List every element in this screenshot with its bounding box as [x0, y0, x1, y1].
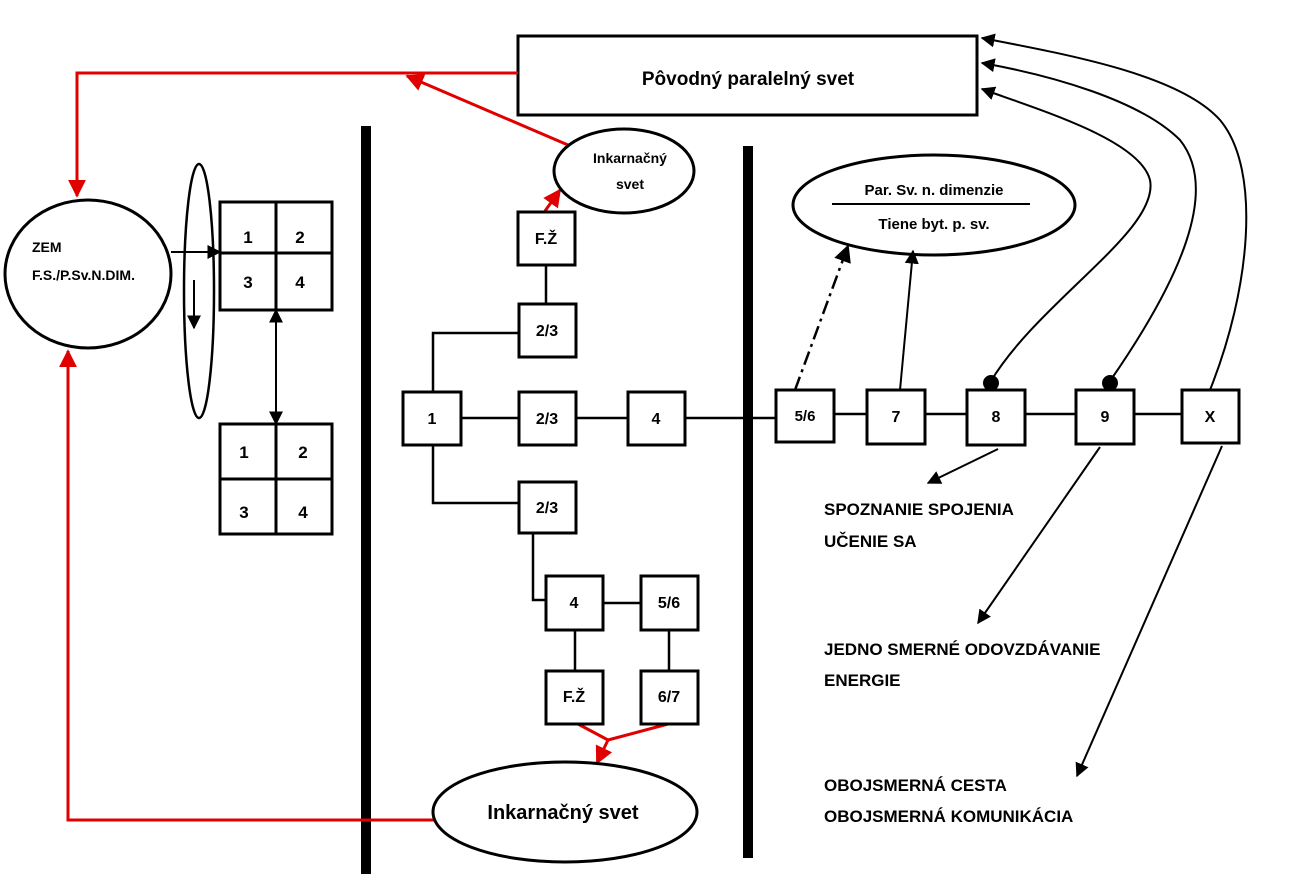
annotation-jedno-line1: JEDNO SMERNÉ ODOVZDÁVANIE: [824, 640, 1100, 659]
annotation-obojsmerna-line2: OBOJSMERNÁ KOMUNIKÁCIA: [824, 807, 1073, 826]
red-link-to-incarnate-big: [595, 739, 613, 765]
annotation-spoznanie-line2: UČENIE SA: [824, 532, 917, 551]
node-fz-low-label: F.Ž: [563, 687, 585, 706]
curve-9-to-top: [980, 58, 1197, 382]
node-1-label: 1: [428, 411, 437, 428]
curve-x-to-top: [980, 33, 1248, 391]
arrow-x-to-obojsmerna: [1075, 445, 1223, 778]
annotation-obojsmerna-line1: OBOJSMERNÁ CESTA: [824, 776, 1007, 795]
grid-bottom-cell-2: 2: [298, 443, 307, 462]
grid-bottom-cell-4: 4: [298, 503, 308, 522]
zem-label: ZEM: [32, 239, 62, 255]
grid-bottom: 1 2 3 4: [218, 422, 334, 536]
red-link-incarnate-big-to-zem: [59, 349, 436, 822]
annotation-jedno-line2: ENERGIE: [824, 671, 901, 690]
node-9-label: 9: [1101, 409, 1110, 426]
red-link-fz-to-incarnate-small: [543, 188, 562, 212]
dot-8: [983, 375, 999, 391]
node-56-label: 5/6: [795, 408, 816, 425]
node-23-low: [517, 480, 578, 535]
node-56-low-label: 5/6: [658, 595, 680, 612]
incarnate-small-label-2: svet: [616, 176, 644, 192]
dashed-arrow-56-to-par: [793, 244, 851, 391]
grid-top-cell-2: 2: [295, 228, 304, 247]
node-4-low-label: 4: [570, 595, 579, 612]
grid-top-cell-3: 3: [243, 273, 252, 292]
link-1-23-low: [431, 445, 519, 505]
incarnate-world-small-ellipse: [552, 127, 696, 215]
node-4-mid-label: 4: [652, 411, 661, 428]
node-x-label: X: [1205, 409, 1216, 426]
node-4-mid: [626, 390, 687, 447]
node-1: [401, 390, 463, 447]
arrow-8-to-spoznanie: [926, 448, 999, 484]
node-23-top-label: 2/3: [536, 323, 558, 340]
original-parallel-world-box: [516, 34, 979, 117]
node-67-low: [639, 669, 700, 726]
grid-top-cell-4: 4: [295, 273, 305, 292]
red-link-top-to-zem: [68, 71, 518, 198]
link-23-4-low: [531, 533, 546, 602]
node-fz-top: [516, 210, 577, 267]
red-link-67-low: [607, 722, 669, 742]
grid-bottom-cell-1: 1: [239, 443, 248, 462]
node-23-mid-label: 2/3: [536, 411, 558, 428]
link-1-23-top: [431, 331, 519, 392]
annotation-spoznanie-line1: SPOZNANIE SPOJENIA: [824, 500, 1014, 519]
dot-9: [1102, 375, 1118, 391]
loop-ellipse: [182, 162, 216, 420]
incarnate-big-label: Inkarnačný svet: [487, 802, 639, 824]
node-23-mid: [517, 390, 578, 447]
node-9: [1074, 388, 1136, 446]
curve-8-to-top: [980, 86, 1152, 382]
arrow-7-to-par: [899, 249, 919, 391]
node-4-low: [544, 574, 605, 632]
node-67-low-label: 6/7: [658, 689, 680, 706]
node-7: [865, 388, 927, 446]
grid-top: 1 2 3 4: [218, 200, 334, 312]
node-23-low-label: 2/3: [536, 500, 558, 517]
zem-subtitle: F.S./P.Sv.N.DIM.: [32, 267, 135, 283]
incarnate-world-big-ellipse: [431, 760, 699, 864]
arrow-9-to-jedno: [977, 446, 1101, 625]
node-8: [965, 388, 1027, 447]
red-link-incarnate-small-to-top: [405, 74, 569, 147]
node-fz-top-label: F.Ž: [535, 229, 557, 248]
parallel-dimension-sublabel: Tiene byt. p. sv.: [878, 216, 989, 233]
grid-top-cell-1: 1: [243, 228, 252, 247]
original-parallel-world-label: Pôvodný paralelný svet: [642, 69, 855, 90]
node-23-top: [517, 302, 578, 359]
node-8-label: 8: [992, 409, 1001, 426]
parallel-dimension-label: Par. Sv. n. dimenzie: [865, 182, 1004, 199]
node-56: [774, 388, 836, 444]
incarnate-small-label-1: Inkarnačný: [593, 150, 667, 166]
node-56-low: [639, 574, 700, 632]
grid-bottom-cell-3: 3: [239, 503, 248, 522]
node-fz-low: [544, 669, 605, 726]
zem-ellipse: [3, 198, 173, 350]
node-7-label: 7: [892, 409, 901, 426]
red-link-fz-low: [577, 722, 609, 742]
